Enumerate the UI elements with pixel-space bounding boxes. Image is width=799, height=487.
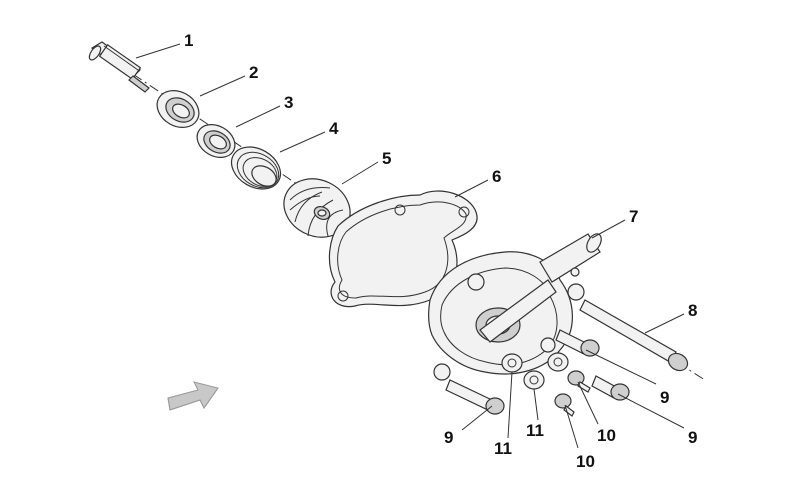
washer-c bbox=[547, 352, 569, 372]
screw-b bbox=[554, 393, 575, 417]
callout-6: 6 bbox=[492, 167, 501, 186]
callout-3: 3 bbox=[284, 93, 293, 112]
washer-b bbox=[523, 370, 545, 390]
callout-1: 1 bbox=[184, 31, 193, 50]
mechanical-seal bbox=[230, 146, 282, 190]
long-bolt bbox=[567, 283, 689, 372]
bearing bbox=[156, 90, 200, 128]
screw-a bbox=[567, 370, 591, 393]
hose-fitting bbox=[479, 233, 602, 343]
callout-2: 2 bbox=[249, 63, 258, 82]
callout-8: 8 bbox=[688, 301, 697, 320]
bolt-a bbox=[445, 379, 505, 415]
callout-11-left: 11 bbox=[494, 439, 512, 458]
callout-11-right: 11 bbox=[526, 421, 544, 440]
callout-9-mid: 9 bbox=[660, 388, 669, 407]
washer-a bbox=[501, 353, 523, 373]
callout-labels: 1 2 3 4 5 6 7 8 9 9 9 10 10 11 11 bbox=[184, 31, 697, 471]
callout-9-right: 9 bbox=[688, 428, 697, 447]
callout-4: 4 bbox=[329, 119, 339, 138]
bolt-c bbox=[591, 375, 630, 401]
leader-lines bbox=[135, 43, 685, 449]
seal-ring bbox=[196, 124, 236, 158]
callout-10-lower: 10 bbox=[576, 452, 595, 471]
callout-9-left: 9 bbox=[444, 428, 453, 447]
callout-5: 5 bbox=[382, 149, 391, 168]
impeller bbox=[283, 178, 351, 238]
callout-10-upper: 10 bbox=[597, 426, 616, 445]
callout-7: 7 bbox=[629, 207, 638, 226]
assembly-axis bbox=[99, 51, 706, 381]
pump-shaft bbox=[88, 41, 150, 93]
front-direction-arrow-icon bbox=[167, 381, 219, 411]
bolt-b bbox=[555, 329, 600, 357]
